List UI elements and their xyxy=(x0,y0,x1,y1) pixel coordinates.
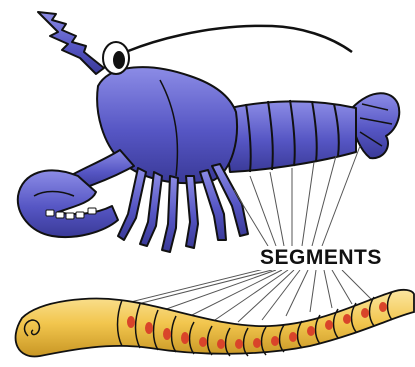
segments-label: SEGMENTS xyxy=(258,246,384,270)
lobster-eye xyxy=(103,42,129,74)
worm-body xyxy=(16,290,414,357)
lobster-rostrum xyxy=(38,12,104,74)
lobster-antenna xyxy=(112,26,352,58)
lobster-illustration xyxy=(18,12,399,252)
worm-illustration xyxy=(16,290,414,357)
